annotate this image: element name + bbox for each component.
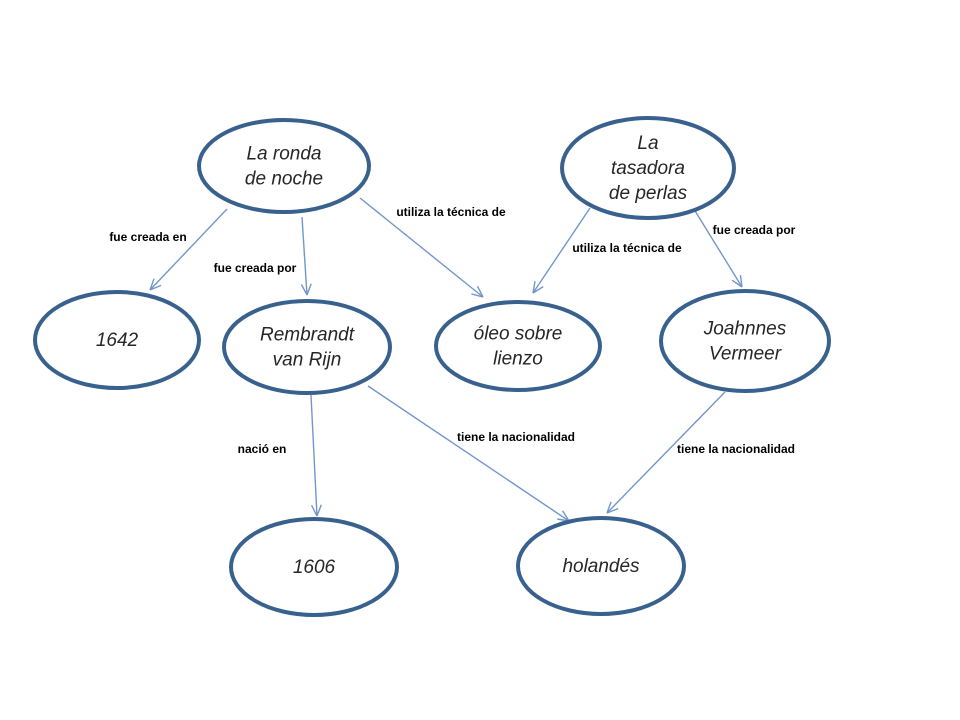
arrowhead-icon: [306, 283, 312, 296]
edge-la-ronda-de-noche-anio-1642: fue creada en: [109, 208, 228, 291]
edge-label: tiene la nacionalidad: [457, 430, 575, 444]
edge-line: [691, 205, 743, 288]
arrowhead-icon: [476, 285, 484, 298]
edge-label: tiene la nacionalidad: [677, 442, 795, 456]
edge-line: [532, 207, 591, 294]
arrowhead-icon: [300, 284, 308, 296]
edge-la-tasadora-de-perlas-oleo-sobre-lienzo: utiliza la técnica de: [532, 207, 682, 294]
edge-label: utiliza la técnica de: [396, 205, 506, 219]
arrowhead-icon: [739, 275, 743, 288]
arrowhead-icon: [149, 278, 155, 291]
node-ellipse: [197, 118, 371, 214]
edge-la-ronda-de-noche-oleo-sobre-lienzo: utiliza la técnica de: [359, 197, 506, 298]
arrowhead-icon: [532, 281, 536, 294]
edge-line: [359, 197, 484, 298]
arrowhead-icon: [471, 293, 484, 298]
arrowhead-icon: [606, 501, 612, 514]
node-label: holandés: [562, 556, 640, 577]
node-anio-1606: 1606: [229, 517, 399, 617]
edge-la-ronda-de-noche-rembrandt-van-rijn: fue creada por: [214, 216, 312, 296]
edge-joahnnes-vermeer-holandes: tiene la nacionalidad: [606, 391, 795, 514]
arrowhead-icon: [532, 286, 544, 294]
node-ellipse: [516, 516, 686, 616]
arrowhead-icon: [149, 284, 162, 291]
edge-label: nació en: [238, 442, 287, 456]
edge-rembrandt-van-rijn-anio-1606: nació en: [238, 394, 322, 517]
node-ellipse: [434, 300, 602, 392]
edge-line: [149, 208, 228, 291]
node-ellipse: [222, 299, 392, 395]
edge-line: [367, 385, 570, 522]
node-ellipse: [659, 289, 831, 393]
edge-label: fue creada en: [109, 230, 186, 244]
node-ellipse: [229, 517, 399, 617]
edge-label: utiliza la técnica de: [572, 241, 682, 255]
arrowhead-icon: [731, 279, 743, 288]
edge-rembrandt-van-rijn-holandes: tiene la nacionalidad: [367, 385, 575, 522]
arrowhead-icon: [562, 510, 570, 522]
edge-line: [606, 391, 726, 514]
node-label: 1606: [293, 557, 336, 578]
arrowhead-icon: [606, 507, 619, 514]
node-ellipse: [560, 116, 736, 220]
arrowhead-icon: [310, 504, 318, 517]
edge-line: [310, 394, 318, 517]
node-label: 1642: [96, 330, 139, 351]
edge-label: fue creada por: [214, 261, 297, 275]
edge-label: fue creada por: [713, 223, 796, 237]
node-holandes: holandés: [516, 516, 686, 616]
edge-line: [301, 216, 308, 296]
node-ellipse: [33, 290, 201, 390]
node-anio-1642: 1642: [33, 290, 201, 390]
edge-la-tasadora-de-perlas-joahnnes-vermeer: fue creada por: [691, 205, 796, 288]
arrowhead-icon: [316, 504, 322, 517]
